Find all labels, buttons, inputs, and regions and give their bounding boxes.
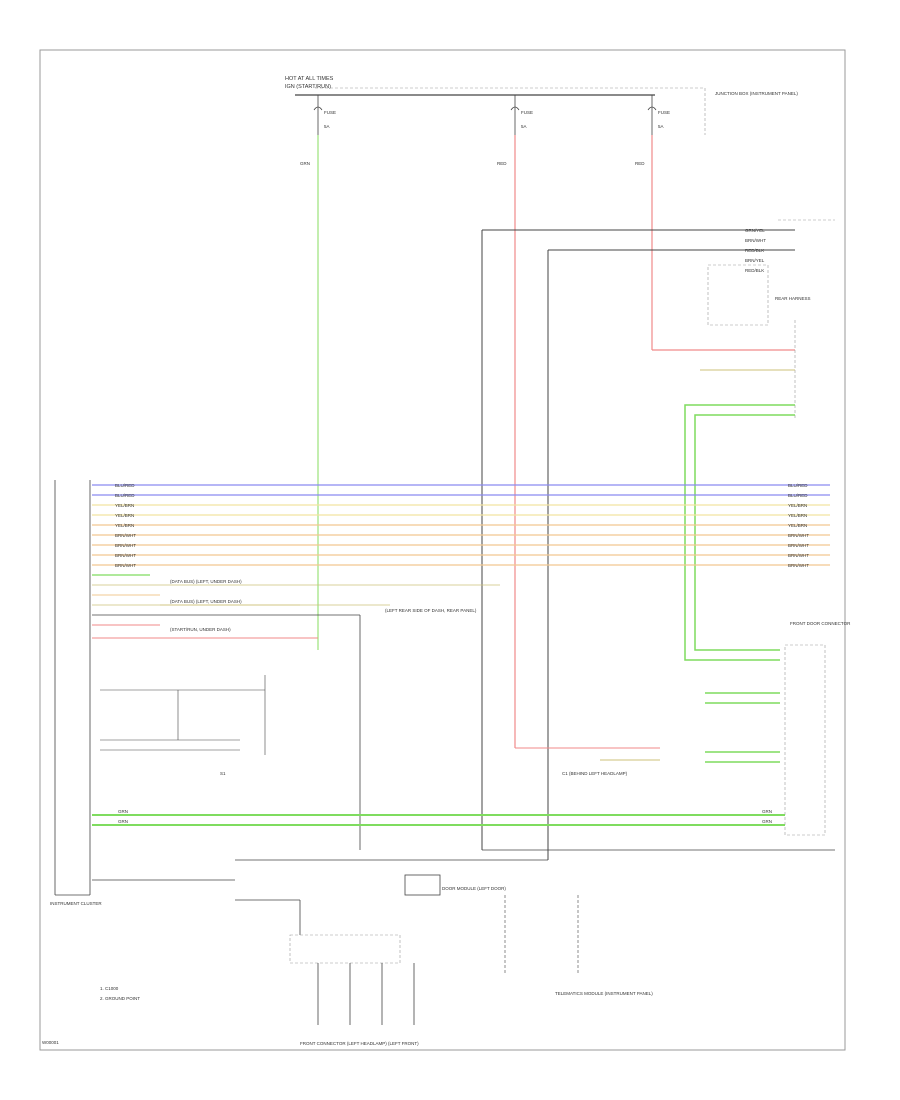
- fuse-supply-label-1: HOT AT ALL TIMES: [285, 76, 334, 82]
- svg-text:GRN: GRN: [762, 819, 772, 824]
- svg-text:BLU/RED: BLU/RED: [115, 483, 135, 488]
- svg-text:YEL/BRN: YEL/BRN: [788, 523, 807, 528]
- svg-text:(DATA BUS) (LEFT, UNDER DASH): (DATA BUS) (LEFT, UNDER DASH): [170, 599, 242, 604]
- svg-text:BRN/WHT: BRN/WHT: [788, 543, 809, 548]
- svg-text:FRONT CONNECTOR (LEFT HEADLAMP: FRONT CONNECTOR (LEFT HEADLAMP) (LEFT FR…: [300, 1041, 419, 1046]
- svg-text:GRN: GRN: [118, 809, 128, 814]
- junction-box-label: JUNCTION BOX (INSTRUMENT PANEL): [715, 91, 798, 96]
- svg-text:BLU/RED: BLU/RED: [115, 493, 135, 498]
- svg-text:FUSE: FUSE: [658, 110, 670, 115]
- wire-label-grn: GRN: [300, 161, 310, 166]
- svg-text:FUSE: FUSE: [521, 110, 533, 115]
- svg-text:5A: 5A: [324, 124, 330, 129]
- internal-switch-circuit: S1: [100, 675, 266, 776]
- svg-text:YEL/BRN: YEL/BRN: [788, 513, 807, 518]
- svg-text:(START/RUN, UNDER DASH): (START/RUN, UNDER DASH): [170, 627, 231, 632]
- svg-text:BLU/RED: BLU/RED: [788, 483, 808, 488]
- svg-text:YEL/BRN: YEL/BRN: [115, 523, 134, 528]
- legend-item-2: 2. GROUND POINT: [100, 996, 140, 1001]
- legend-item-1: 1. C1000: [100, 986, 119, 991]
- fuse-supply-label-2: IGN (START/RUN): [285, 84, 331, 90]
- fuse-1: FUSE 5A: [313, 95, 336, 135]
- svg-text:BLU/RED: BLU/RED: [788, 493, 808, 498]
- svg-text:FUSE: FUSE: [324, 110, 336, 115]
- svg-text:YEL/BRN: YEL/BRN: [115, 503, 134, 508]
- wire-label-red: RED: [497, 161, 507, 166]
- bottom-components: DOOR MODULE (LEFT DOOR) FRONT CONNECTOR …: [92, 859, 653, 1046]
- svg-text:BRN/WHT: BRN/WHT: [788, 553, 809, 558]
- svg-text:YEL/BRN: YEL/BRN: [115, 513, 134, 518]
- svg-text:BRN/WHT: BRN/WHT: [788, 563, 809, 568]
- mid-signal-rows: (DATA BUS) (LEFT, UNDER DASH) (DATA BUS)…: [92, 574, 500, 850]
- svg-text:YEL/BRN: YEL/BRN: [788, 503, 807, 508]
- svg-text:BRN/WHT: BRN/WHT: [788, 533, 809, 538]
- diagram-code: W00001: [42, 1040, 59, 1045]
- svg-text:5A: 5A: [658, 124, 664, 129]
- svg-text:BRN/WHT: BRN/WHT: [115, 543, 136, 548]
- data-bus-rows: BLU/RED BLU/RED YEL/BRN YEL/BRN YEL/BRN …: [92, 483, 830, 568]
- svg-text:BRN/WHT: BRN/WHT: [115, 553, 136, 558]
- fuse-3: FUSE 5A: [647, 95, 670, 135]
- diagram-frame: [39, 49, 846, 1051]
- svg-text:(DATA BUS) (LEFT, UNDER DASH): (DATA BUS) (LEFT, UNDER DASH): [170, 579, 242, 584]
- svg-text:DOOR MODULE (LEFT DOOR): DOOR MODULE (LEFT DOOR): [442, 886, 506, 891]
- svg-text:GRN/YEL: GRN/YEL: [745, 228, 765, 233]
- svg-text:BRN/YEL: BRN/YEL: [745, 258, 765, 263]
- left-splice-label: (LEFT REAR SIDE OF DASH, REAR PANEL): [385, 608, 477, 613]
- right-connector-2-label: C1 (BEHIND LEFT HEADLAMP): [562, 771, 628, 776]
- svg-text:BRN/WHT: BRN/WHT: [115, 533, 136, 538]
- svg-text:GRN: GRN: [762, 809, 772, 814]
- svg-text:GRN: GRN: [118, 819, 128, 824]
- svg-text:S1: S1: [220, 771, 226, 776]
- svg-text:RED/BLK: RED/BLK: [745, 248, 764, 253]
- svg-text:5A: 5A: [521, 124, 527, 129]
- svg-text:BRN/WHT: BRN/WHT: [115, 563, 136, 568]
- left-module-label: INSTRUMENT CLUSTER: [50, 901, 102, 906]
- svg-text:FRONT DOOR CONNECTOR: FRONT DOOR CONNECTOR: [790, 621, 851, 626]
- lower-green-rows: GRN GRN GRN GRN: [92, 809, 785, 826]
- fuse-2: FUSE 5A: [510, 95, 533, 135]
- wire-label-red-top: RED: [635, 161, 645, 166]
- svg-text:BRN/WHT: BRN/WHT: [745, 238, 766, 243]
- svg-text:RED/BLK: RED/BLK: [745, 268, 764, 273]
- rear-harness-connector: GRN/YEL BRN/WHT RED/BLK BRN/YEL RED/BLK …: [707, 219, 835, 420]
- svg-text:REAR HARNESS: REAR HARNESS: [775, 296, 811, 301]
- svg-text:TELEMATICS MODULE (INSTRUMENT: TELEMATICS MODULE (INSTRUMENT PANEL): [555, 991, 653, 996]
- green-loop-wires: FRONT DOOR CONNECTOR: [684, 369, 851, 836]
